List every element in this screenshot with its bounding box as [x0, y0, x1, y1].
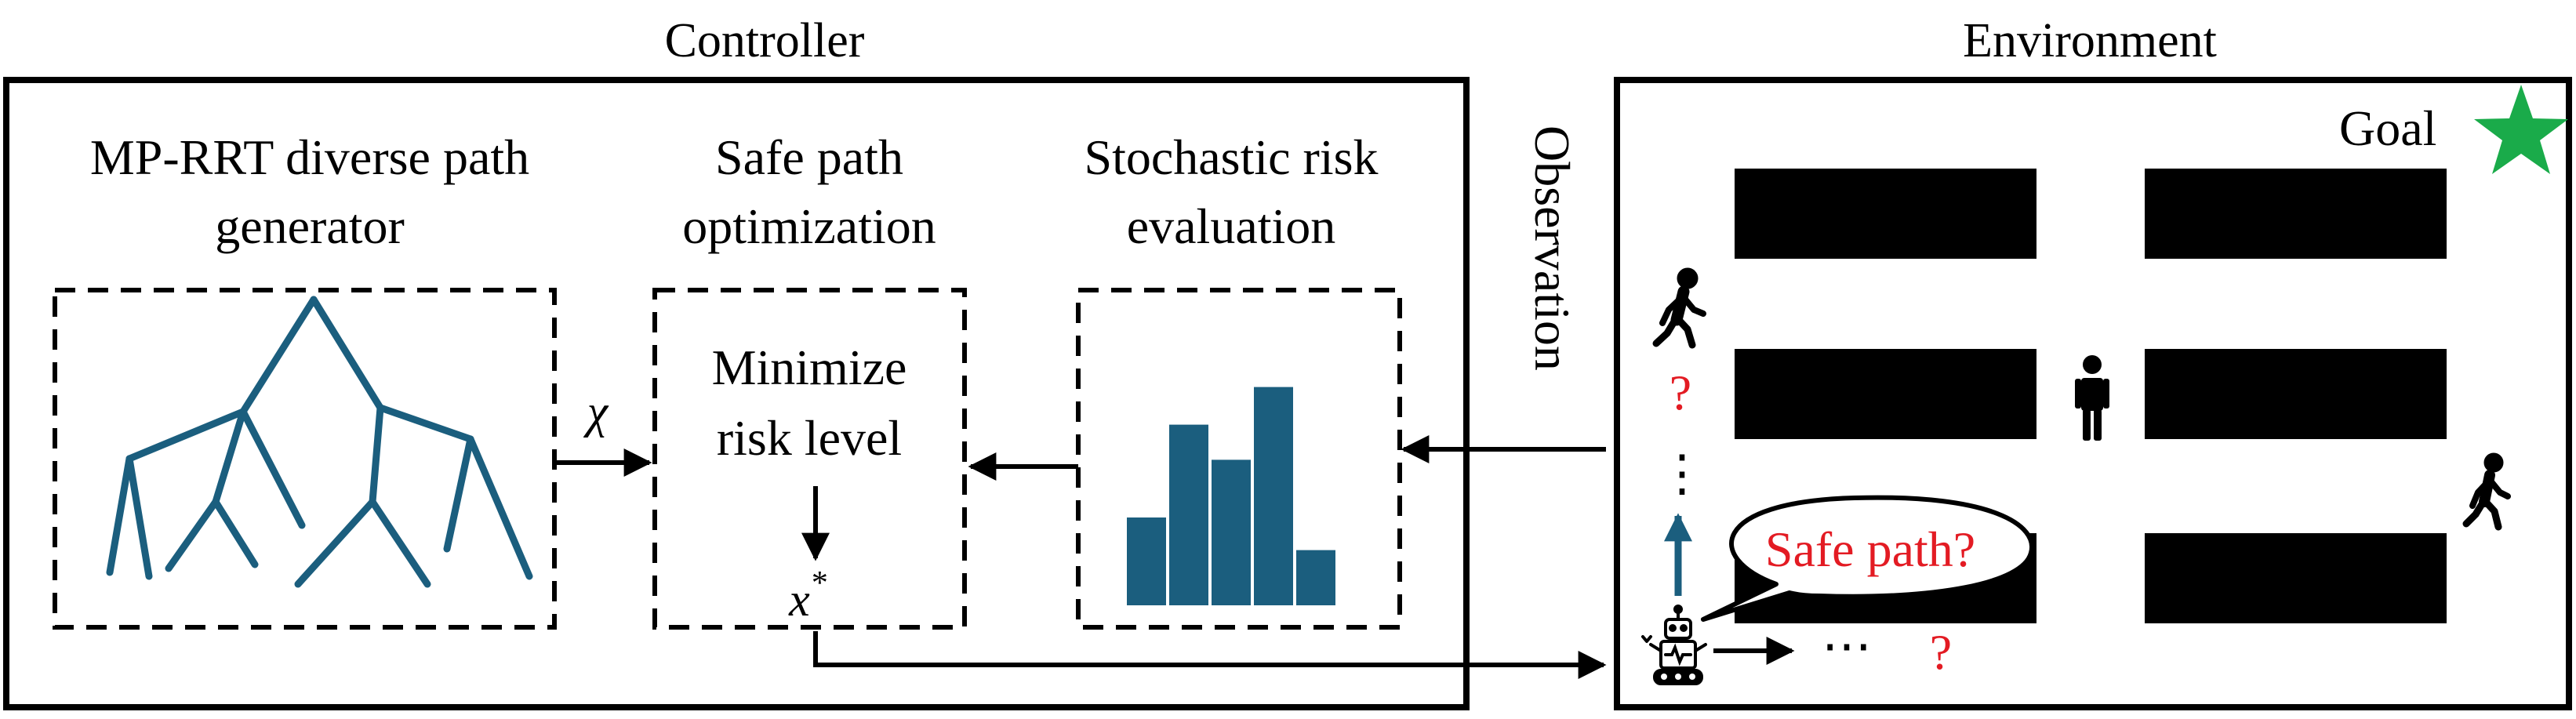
evaluator-label-line1: Stochastic risk: [1084, 129, 1378, 185]
environment-box: [1614, 77, 2572, 710]
histogram-bar: [1127, 517, 1166, 605]
chi-symbol: χ: [583, 386, 609, 438]
generator-label-line2: generator: [215, 198, 405, 254]
tree-icon: [106, 296, 533, 588]
optimizer-label-line2: optimization: [682, 198, 936, 254]
optimizer-label-line1: Safe path: [715, 129, 903, 185]
star-icon: [2474, 85, 2568, 174]
histogram-icon: [1127, 387, 1335, 605]
histogram-bar: [1254, 387, 1293, 605]
generator-label-line1: MP-RRT diverse path: [90, 129, 529, 185]
obstacle-block: [2145, 169, 2447, 259]
chi-star-symbol: x*: [788, 565, 827, 626]
obstacle-block: [2145, 533, 2447, 623]
histogram-bar: [1169, 424, 1208, 605]
risk-level-label: risk level: [717, 410, 902, 466]
standing-person-icon: [2075, 355, 2109, 441]
optimizer-dashed-box: [652, 288, 967, 630]
environment-title: Environment: [1963, 14, 2217, 67]
evaluator-label-line2: evaluation: [1127, 198, 1336, 254]
horizontal-ellipsis: ⋯: [1822, 618, 1872, 674]
speech-bubble: [1701, 495, 2035, 622]
obstacle-block: [1735, 349, 2036, 439]
goal-label: Goal: [2339, 100, 2436, 156]
obstacle-block: [2145, 349, 2447, 439]
walking-person-icon: [2462, 452, 2511, 531]
question-mark-right: ?: [1930, 624, 1952, 680]
histogram-bar: [1296, 550, 1335, 605]
observation-label: Observation: [1524, 125, 1580, 371]
vertical-ellipsis: ⋮: [1657, 445, 1707, 501]
speech-bubble-text: Safe path?: [1765, 521, 1975, 577]
chi-star-sup: *: [810, 565, 827, 601]
walking-person-icon: [1652, 267, 1706, 349]
obstacle-block: [1735, 169, 2036, 259]
chi-star-base: x: [788, 574, 810, 626]
generator-dashed-box: [53, 288, 557, 630]
output-path-arrow: [813, 631, 1607, 679]
question-mark-up: ?: [1669, 365, 1691, 420]
robot-icon: [1641, 605, 1707, 685]
controller-box: [3, 77, 1470, 710]
minimize-label: Minimize: [712, 340, 907, 395]
controller-title: Controller: [665, 14, 865, 67]
histogram-bar: [1212, 459, 1251, 605]
